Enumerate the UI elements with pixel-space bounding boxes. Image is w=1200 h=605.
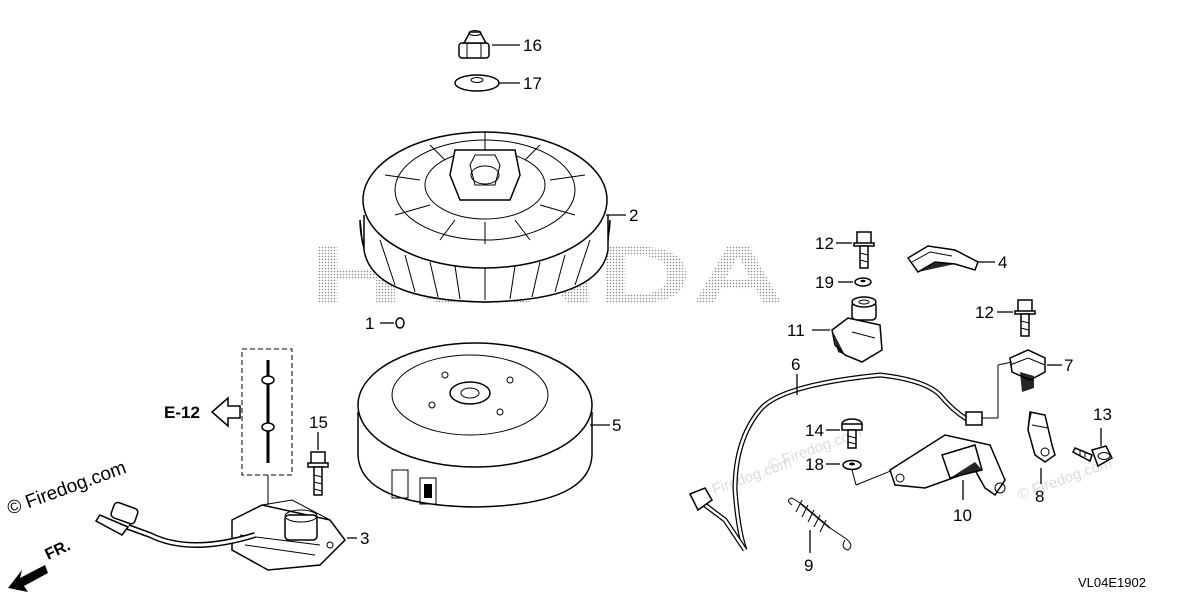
part-16-nut xyxy=(458,30,490,59)
copyright-watermark: © Firedog.com xyxy=(5,457,130,519)
reference-arrow-icon xyxy=(210,396,241,428)
drawing-code: VL04E1902 xyxy=(1078,575,1146,590)
callout-3: 3 xyxy=(360,529,369,548)
callout-17: 17 xyxy=(523,74,542,93)
part-15-bolt xyxy=(307,451,329,496)
part-19-washer xyxy=(854,277,872,287)
callout-10: 10 xyxy=(953,506,972,525)
part-13-bolt xyxy=(1072,445,1113,468)
reference-label: E-12 xyxy=(164,403,200,422)
callout-9: 9 xyxy=(804,556,813,575)
callout-11: 11 xyxy=(787,321,805,340)
callout-4: 4 xyxy=(998,253,1007,272)
callout-14: 14 xyxy=(805,421,824,440)
part-6-stop-wire xyxy=(688,361,1013,552)
callout-12-upper: 12 xyxy=(815,234,834,253)
part-8-bracket xyxy=(1027,411,1056,463)
front-label: FR. xyxy=(43,537,74,563)
callout-16: 16 xyxy=(523,36,542,55)
part-4-plate xyxy=(906,245,979,273)
callout-13: 13 xyxy=(1093,405,1112,424)
callout-1: 1 xyxy=(365,314,374,333)
callout-12-lower: 12 xyxy=(975,303,994,322)
part-7-bracket xyxy=(1009,349,1046,392)
part-14-screw xyxy=(841,418,863,449)
part-9-spring xyxy=(788,497,852,551)
part-17-washer xyxy=(454,74,500,92)
part-12-bolt-upper xyxy=(853,231,875,269)
part-2-cooling-fan xyxy=(359,131,611,303)
front-arrow-icon xyxy=(8,565,48,592)
callout-6: 6 xyxy=(791,355,800,374)
part-10-stop-plate xyxy=(889,434,1006,497)
callout-19: 19 xyxy=(815,273,834,292)
callout-7: 7 xyxy=(1064,356,1073,375)
callout-8: 8 xyxy=(1035,487,1044,506)
callout-5: 5 xyxy=(612,416,621,435)
part-3-ignition-coil xyxy=(94,499,346,571)
part-5-flywheel xyxy=(357,342,593,508)
stud-detail-box xyxy=(241,348,293,505)
part-12-bolt-lower xyxy=(1014,299,1036,337)
callout-2: 2 xyxy=(629,206,638,225)
callout-15: 15 xyxy=(309,413,328,432)
callout-18: 18 xyxy=(805,455,824,474)
part-1-key xyxy=(395,317,405,329)
part-11-stop-switch xyxy=(831,296,883,363)
